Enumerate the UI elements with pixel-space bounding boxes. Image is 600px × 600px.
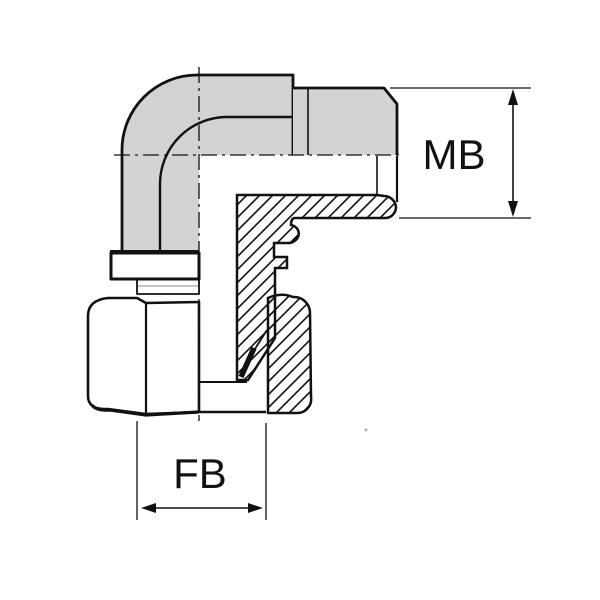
mb-arrowhead-up <box>508 89 518 105</box>
hex-nut-bottom-edge <box>90 403 200 417</box>
hex-nut-body <box>86 296 201 416</box>
body-section-hatch <box>235 193 398 382</box>
locknut-flange <box>109 251 201 281</box>
mb-dimension: MB <box>390 87 531 219</box>
male-stud-fill <box>293 88 397 155</box>
cutting-ring-mark <box>238 346 257 379</box>
cutting-ring-edge-line <box>252 329 268 353</box>
elbow-outer-edge <box>120 73 295 253</box>
elbow-tube-fill <box>122 75 293 252</box>
female-port-section <box>266 293 313 415</box>
mb-arrowhead-down <box>508 201 518 217</box>
scan-speck <box>364 428 368 432</box>
elbow-inner-edge <box>158 115 293 252</box>
centerlines <box>114 67 401 421</box>
mb-label: MB <box>423 131 486 178</box>
body-section <box>200 156 399 414</box>
locknut-assembly <box>109 251 201 295</box>
fb-label: FB <box>173 450 227 497</box>
fb-arrowhead-left <box>141 503 156 513</box>
fb-dimension: FB <box>136 421 267 520</box>
hex-nut <box>86 296 201 417</box>
male-stud-outline <box>293 86 399 155</box>
male-stud <box>293 86 399 155</box>
female-port-hatch <box>266 293 313 415</box>
fb-arrowhead-right <box>248 503 263 513</box>
washer <box>136 278 200 295</box>
